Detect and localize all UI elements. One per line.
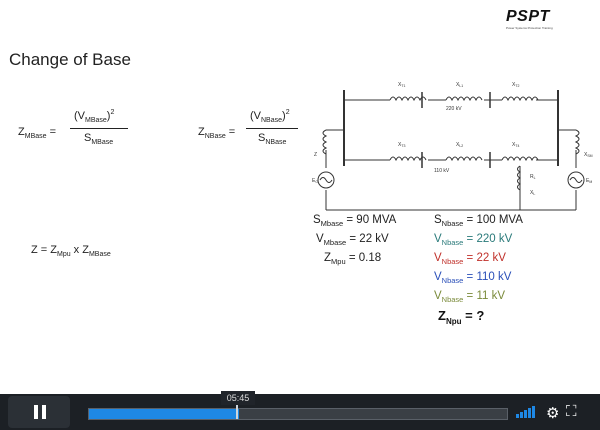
slide: PSPT Power Systems Protection Training C…	[9, 8, 593, 326]
value-vnbase-220: VNbase = 220 kV	[434, 233, 513, 247]
value-vnbase-11: VNbase = 11 kV	[434, 290, 506, 304]
formula-z: Z = ZMpu x ZMBase	[31, 244, 111, 258]
value-vnbase-22: VNbase = 22 kV	[434, 252, 506, 266]
fraction-line	[70, 128, 128, 129]
value-vmbase: VMbase = 22 kV	[316, 233, 389, 247]
fullscreen-icon[interactable]: ⛶	[566, 403, 577, 420]
circuit-diagram: XT1 XL1 XT2 220 kV XT3 XL2 XT4 110 kV Z …	[312, 82, 593, 211]
value-zmpu: ZMpu = 0.18	[324, 252, 382, 266]
formula-den-sub: MBase	[91, 139, 114, 146]
progress-track[interactable]	[88, 408, 508, 420]
slide-title: Change of Base	[9, 50, 131, 69]
volume-icon[interactable]	[516, 406, 538, 418]
label-em: EM	[586, 178, 592, 184]
formula-lhs: Z	[18, 126, 25, 138]
formula-lhs: Z	[198, 126, 205, 138]
formula-z-a: Z = Z	[31, 244, 57, 256]
label-xl1: XL1	[456, 82, 463, 88]
formula-den: S	[258, 132, 266, 144]
formula-num: (V	[250, 110, 261, 122]
label-xsm: XSM	[584, 152, 593, 158]
label-220kv: 220 kV	[446, 106, 462, 112]
label-xt4: XT4	[512, 142, 519, 148]
fraction-line	[246, 128, 298, 129]
label-rl: RL	[530, 174, 536, 180]
progress-fill	[89, 409, 240, 419]
label-xl2: XL2	[456, 142, 463, 148]
formula-num-close: )	[106, 110, 111, 122]
formula-num-sup: 2	[285, 109, 290, 116]
formula-z-b: x Z	[70, 244, 89, 256]
formula-lhs-sub: MBase	[24, 133, 47, 140]
formula-z-b-sub: MBase	[88, 251, 111, 258]
formula-num-sup: 2	[110, 109, 115, 116]
label-110kv: 110 kV	[434, 168, 450, 174]
formula-num: (V	[74, 110, 85, 122]
label-xt3: XT3	[398, 142, 405, 148]
label-xt1: XT1	[398, 82, 405, 88]
pause-button[interactable]	[8, 396, 70, 428]
formula-lhs-sub: NBase	[204, 133, 226, 140]
time-tooltip: 05:45	[221, 391, 255, 405]
formula-z-a-sub: Mpu	[56, 251, 71, 258]
scrubber-handle[interactable]	[236, 405, 238, 419]
formula-num-close: )	[282, 110, 286, 122]
value-snbase: SNbase = 100 MVA	[434, 214, 523, 228]
formula-num-sub: MBase	[85, 117, 107, 124]
formula-num-sub: NBase	[261, 117, 283, 124]
formula-den-sub: NBase	[265, 139, 287, 146]
label-eg: EG	[312, 178, 318, 184]
logo-tagline: Power Systems Protection Training	[506, 26, 553, 30]
label-xl: XL	[530, 190, 535, 196]
pspt-logo: PSPT	[506, 8, 550, 25]
value-vnbase-110: VNbase = 110 kV	[434, 271, 512, 285]
label-z: Z	[314, 152, 317, 158]
question-znpu: ZNpu = ?	[438, 308, 485, 326]
value-smbase: SMbase = 90 MVA	[313, 214, 397, 228]
gear-icon[interactable]: ⚙	[546, 405, 560, 422]
formula-den: S	[84, 132, 92, 144]
label-xt2: XT2	[512, 82, 519, 88]
